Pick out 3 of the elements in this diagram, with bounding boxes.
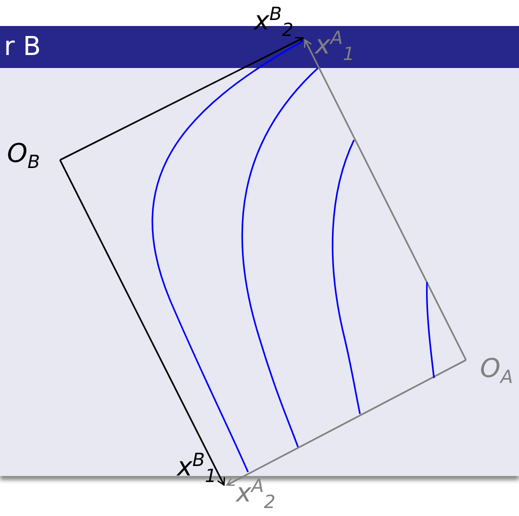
origin-label: O$_{A}$ [480, 356, 513, 388]
origin-label: O$_{B}$ [7, 141, 40, 172]
title-text: r B [4, 34, 41, 60]
